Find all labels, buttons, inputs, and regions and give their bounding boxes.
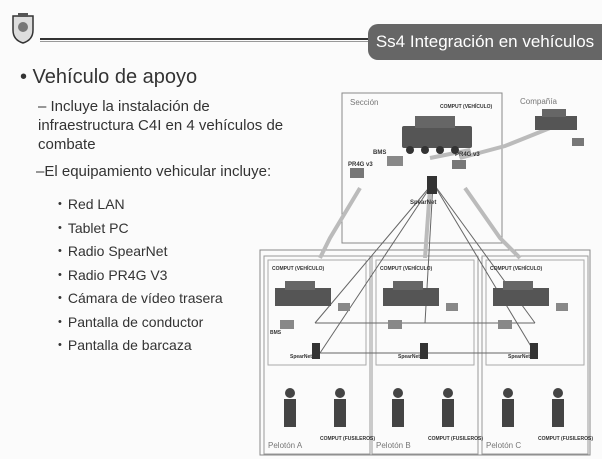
comput-vehicle-label: COMPUT (VEHÍCULO) bbox=[490, 264, 543, 272]
bullet-installation: – Incluye la instalación de infraestruct… bbox=[38, 98, 284, 153]
header-rule bbox=[40, 38, 370, 40]
spearnet-radio-icon bbox=[427, 176, 437, 194]
peloton-a-label: Pelotón A bbox=[268, 441, 303, 450]
compania-vehicle-icon bbox=[535, 109, 584, 146]
spearnet-label: SpearNet bbox=[410, 200, 436, 206]
comput-fusileros-label: COMPUT (FUSILEROS) bbox=[320, 436, 375, 442]
slide-title: • Vehículo de apoyo bbox=[20, 66, 198, 88]
bms-label: BMS bbox=[270, 330, 282, 336]
comput-vehicle-label: COMPUT (VEHÍCULO) bbox=[272, 264, 325, 272]
equipment-item: Radio SpearNet bbox=[58, 240, 223, 264]
spearnet-label: SpearNet bbox=[398, 354, 420, 360]
equipment-item: Pantalla de barcaza bbox=[58, 334, 223, 358]
header-rule-thin bbox=[40, 41, 370, 42]
equipment-item: Tablet PC bbox=[58, 217, 223, 241]
seccion-frame bbox=[341, 92, 503, 244]
bms-label: BMS bbox=[373, 150, 386, 156]
seccion-label: Sección bbox=[350, 98, 378, 107]
peloton-c-label: Pelotón C bbox=[486, 441, 521, 450]
platoon-vehicle-icon bbox=[275, 281, 549, 306]
crest-logo bbox=[12, 13, 34, 44]
soldier-icon bbox=[284, 388, 564, 427]
pr4g-radio-icon bbox=[350, 168, 364, 178]
comput-fusileros-label: COMPUT (FUSILEROS) bbox=[428, 436, 483, 442]
equipment-item: Pantalla de conductor bbox=[58, 311, 223, 335]
section-banner: Ss4 Integración en vehículos bbox=[368, 24, 602, 60]
spearnet-label: SpearNet bbox=[508, 354, 530, 360]
spearnet-label: SpearNet bbox=[290, 354, 312, 360]
network-diagram: Sección Compañía PR4G v3 BMS PR4G v3 Spe… bbox=[259, 92, 593, 456]
comput-vehicle-label: COMPUT (VEHÍCULO) bbox=[380, 264, 433, 272]
bullet-equipment-heading: –El equipamiento vehicular incluye: bbox=[36, 163, 272, 180]
comput-vehicle-label: COMPUT (VEHÍCULO) bbox=[440, 102, 493, 110]
comput-fusileros-label: COMPUT (FUSILEROS) bbox=[538, 436, 593, 442]
bms-tablet-icon bbox=[387, 156, 403, 166]
pr4g-label: PR4G v3 bbox=[455, 152, 480, 158]
pr4g-radio-icon bbox=[452, 160, 466, 169]
compania-label: Compañía bbox=[520, 97, 557, 106]
seccion-vehicle-icon bbox=[402, 116, 472, 154]
peloton-a-frame bbox=[263, 255, 371, 455]
equipment-list: Red LAN Tablet PC Radio SpearNet Radio P… bbox=[58, 193, 223, 358]
equipment-item: Radio PR4G V3 bbox=[58, 264, 223, 288]
peloton-b-label: Pelotón B bbox=[376, 441, 411, 450]
equipment-item: Cámara de vídeo trasera bbox=[58, 287, 223, 311]
peloton-c-frame bbox=[481, 255, 589, 455]
pr4g-label: PR4G v3 bbox=[348, 162, 373, 168]
equipment-item: Red LAN bbox=[58, 193, 223, 217]
